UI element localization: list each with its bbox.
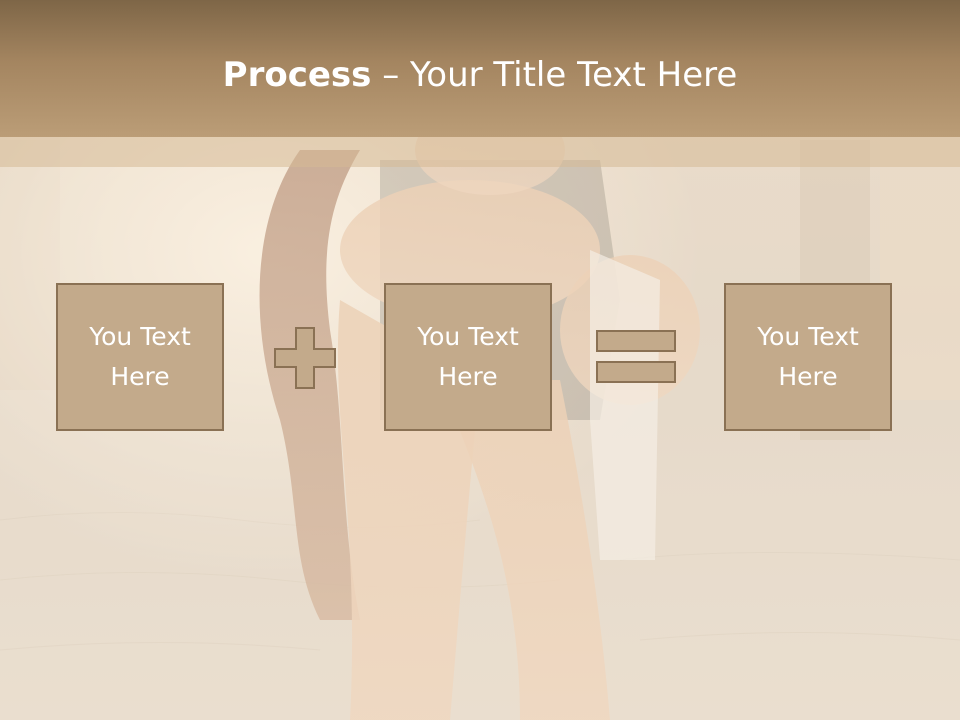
process-box-3: You Text Here bbox=[724, 283, 892, 431]
process-box-line1: You Text bbox=[757, 322, 859, 351]
process-box-line2: Here bbox=[438, 362, 498, 391]
equals-icon bbox=[596, 330, 676, 383]
title-separator: – bbox=[371, 55, 411, 95]
title-rest: Your Title Text Here bbox=[410, 55, 738, 95]
process-box-text: You Text Here bbox=[748, 317, 868, 397]
process-box-line2: Here bbox=[110, 362, 170, 391]
process-box-1: You Text Here bbox=[56, 283, 224, 431]
process-box-line2: Here bbox=[778, 362, 838, 391]
process-box-text: You Text Here bbox=[408, 317, 528, 397]
process-box-text: You Text Here bbox=[80, 317, 200, 397]
plus-icon bbox=[274, 327, 336, 389]
title-band bbox=[0, 0, 960, 137]
process-box-line1: You Text bbox=[417, 322, 519, 351]
slide-title: Process – Your Title Text Here bbox=[0, 52, 960, 98]
title-bold: Process bbox=[222, 55, 372, 95]
process-box-2: You Text Here bbox=[384, 283, 552, 431]
process-box-line1: You Text bbox=[89, 322, 191, 351]
title-strip bbox=[0, 137, 960, 167]
